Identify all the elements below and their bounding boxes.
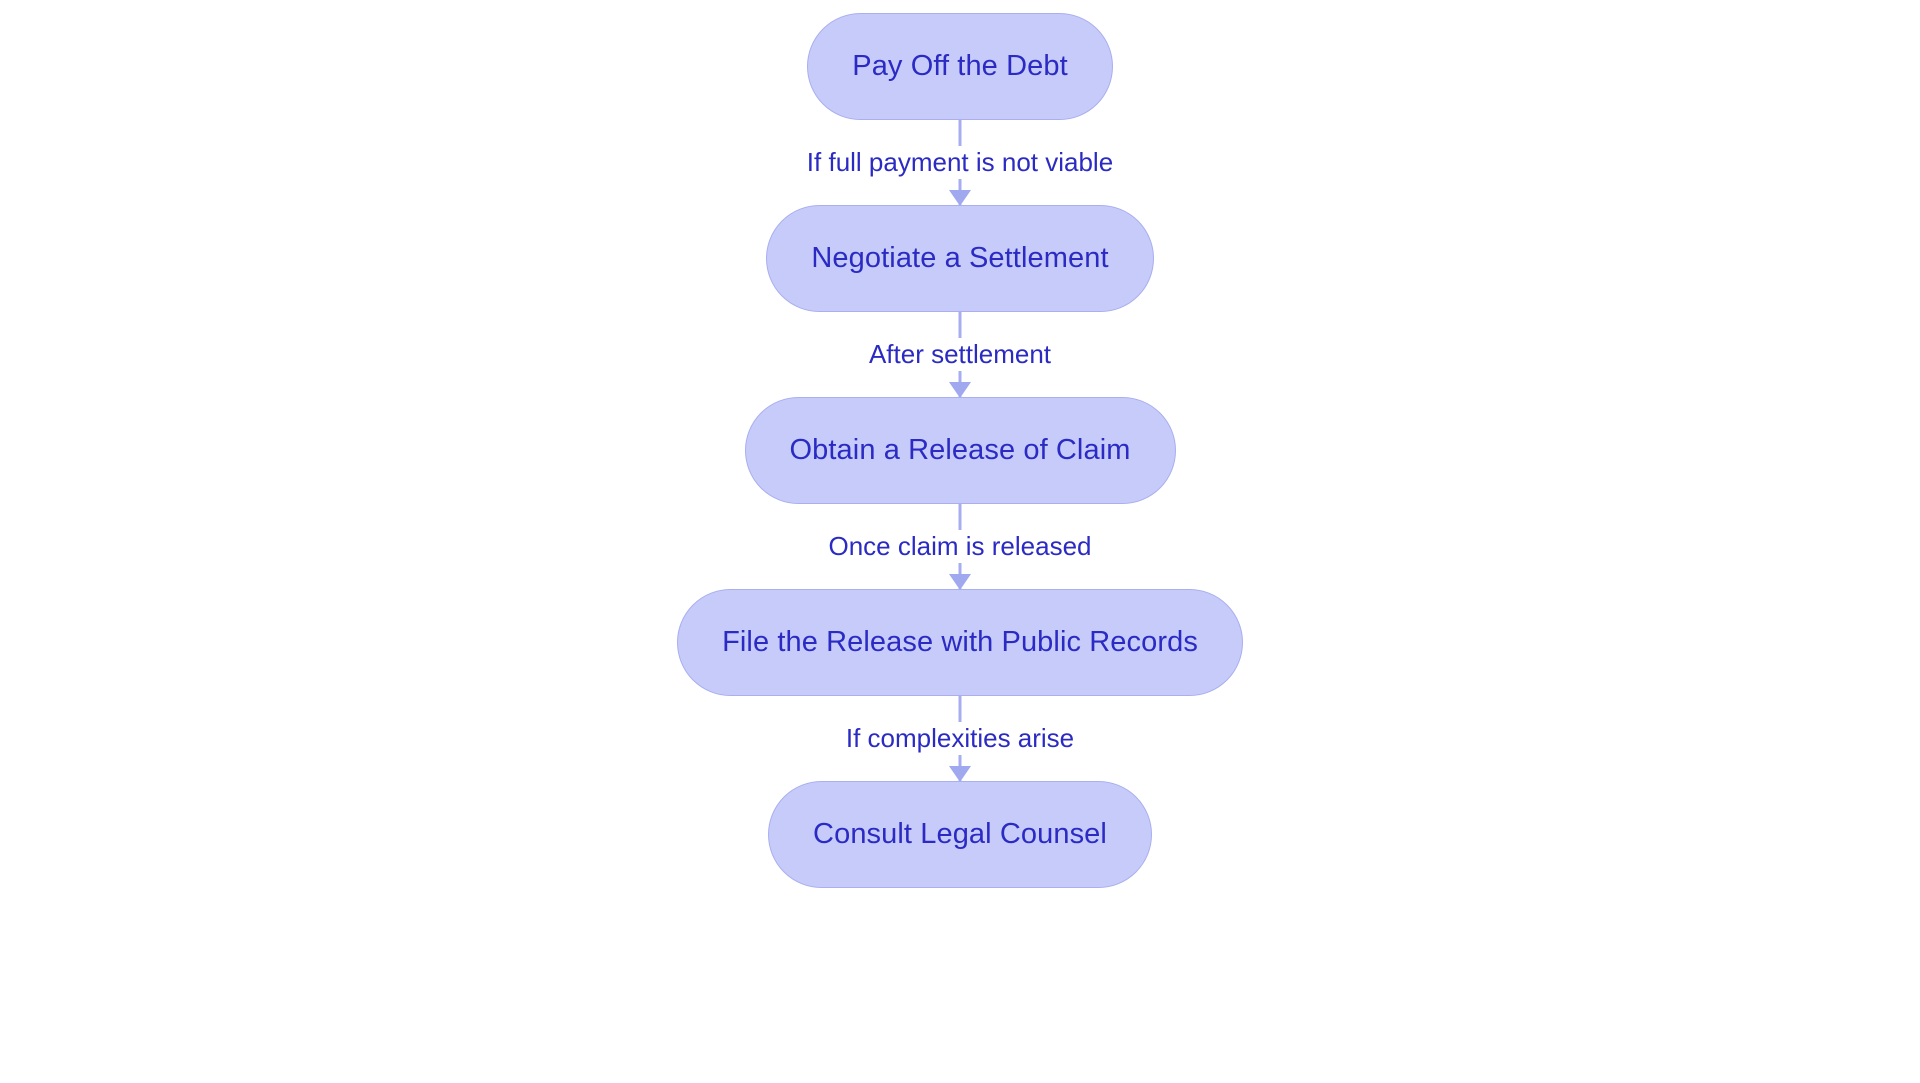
- node-negotiate-a-settlement[interactable]: Negotiate a Settlement: [766, 205, 1154, 312]
- arrow-head-icon: [949, 766, 971, 782]
- edge-pay-off-the-debt-to-negotiate-a-settlement: If full payment is not viable: [700, 120, 1220, 206]
- node-label: Obtain a Release of Claim: [789, 434, 1131, 466]
- node-label: Consult Legal Counsel: [813, 818, 1107, 850]
- node-label: File the Release with Public Records: [722, 626, 1198, 658]
- node-obtain-a-release-of-claim[interactable]: Obtain a Release of Claim: [744, 397, 1176, 504]
- arrow-head-icon: [949, 190, 971, 206]
- edge-label: Once claim is released: [819, 529, 1101, 564]
- edge-label: After settlement: [859, 337, 1061, 372]
- node-file-the-release-with-public-records[interactable]: File the Release with Public Records: [677, 589, 1243, 696]
- arrow-head-icon: [949, 574, 971, 590]
- edge-label: If full payment is not viable: [797, 145, 1123, 180]
- edge-negotiate-a-settlement-to-obtain-a-release-of-claim: After settlement: [700, 312, 1220, 398]
- node-consult-legal-counsel[interactable]: Consult Legal Counsel: [768, 781, 1152, 888]
- node-label: Negotiate a Settlement: [811, 242, 1109, 274]
- arrow-head-icon: [949, 382, 971, 398]
- node-pay-off-the-debt[interactable]: Pay Off the Debt: [807, 13, 1113, 120]
- node-label: Pay Off the Debt: [852, 50, 1068, 82]
- edge-label: If complexities arise: [836, 721, 1084, 756]
- edge-obtain-a-release-of-claim-to-file-the-release-with-public-records: Once claim is released: [700, 504, 1220, 590]
- edge-file-the-release-with-public-records-to-consult-legal-counsel: If complexities arise: [700, 696, 1220, 782]
